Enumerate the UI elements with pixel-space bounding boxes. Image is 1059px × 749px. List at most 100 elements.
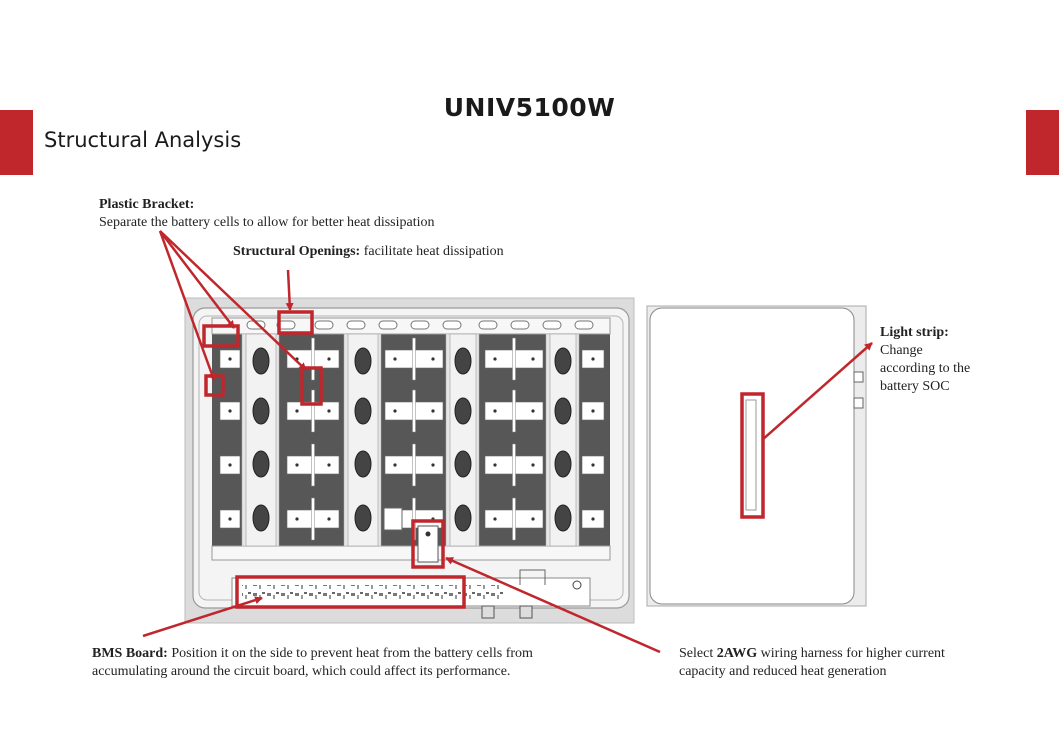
bolt <box>327 357 331 361</box>
cell-oval <box>252 450 270 478</box>
battery-pack-view <box>184 297 635 624</box>
bolt <box>228 357 232 361</box>
bolt <box>228 463 232 467</box>
arrow-bracket-3 <box>159 230 307 371</box>
bolt <box>431 463 435 467</box>
bolt <box>327 409 331 413</box>
bolt <box>591 409 595 413</box>
structural-opening <box>378 320 398 330</box>
page-title: UNIV5100W <box>443 93 616 122</box>
bolt <box>228 409 232 413</box>
battery-cell-grid <box>211 317 611 563</box>
bolt <box>591 357 595 361</box>
plastic-bracket-label: Plastic Bracket: <box>99 197 195 212</box>
side-panel-view <box>646 305 867 607</box>
busbar <box>412 443 416 487</box>
cell-oval <box>554 397 572 425</box>
structural-opening <box>346 320 366 330</box>
cell-oval <box>354 397 372 425</box>
busbar <box>311 337 315 381</box>
accent-tab-right <box>1026 110 1059 175</box>
structural-opening <box>478 320 498 330</box>
bolt <box>327 517 331 521</box>
busbar <box>512 337 516 381</box>
bolt <box>327 463 331 467</box>
structural-opening <box>442 320 462 330</box>
bolt <box>393 463 397 467</box>
cell-oval <box>354 504 372 532</box>
structural-opening <box>510 320 530 330</box>
bolt <box>228 517 232 521</box>
bottom-rail <box>211 545 611 561</box>
bolt <box>393 409 397 413</box>
opening-highlight <box>277 310 314 335</box>
structural-opening <box>410 320 430 330</box>
structural-opening <box>542 320 562 330</box>
structural-opening <box>314 320 334 330</box>
bolt <box>591 517 595 521</box>
bolt <box>531 357 535 361</box>
cell-oval <box>554 347 572 375</box>
busbar <box>412 337 416 381</box>
busbar <box>311 389 315 433</box>
bolt <box>431 409 435 413</box>
cell-oval <box>354 450 372 478</box>
cell-oval <box>454 347 472 375</box>
bolt <box>531 463 535 467</box>
cell-oval <box>554 450 572 478</box>
cell-oval <box>554 504 572 532</box>
busbar <box>412 389 416 433</box>
arrow-bracket-2 <box>158 230 216 381</box>
bolt <box>493 517 497 521</box>
wiring-note: Select 2AWG wiring harness for higher cu… <box>679 646 945 661</box>
busbar <box>512 389 516 433</box>
main-connector <box>417 525 439 563</box>
bracket-highlight-3 <box>300 366 323 406</box>
cell-oval <box>252 347 270 375</box>
section-title: Structural Analysis <box>44 128 242 152</box>
busbar <box>512 443 516 487</box>
bolt <box>295 463 299 467</box>
bolt <box>431 357 435 361</box>
light-strip-highlight <box>740 392 765 519</box>
cell-oval <box>454 397 472 425</box>
bms-highlight <box>235 575 466 609</box>
busbar <box>311 443 315 487</box>
accent-tab-left <box>0 110 33 175</box>
plastic-bracket-text: Separate the battery cells to allow for … <box>99 215 435 230</box>
bracket-highlight-1 <box>202 324 240 348</box>
bolt <box>493 409 497 413</box>
bolt <box>531 517 535 521</box>
cell-oval <box>354 347 372 375</box>
bolt <box>531 409 535 413</box>
structural-opening <box>574 320 594 330</box>
cell-oval <box>454 450 472 478</box>
light-strip-line-1: Change <box>880 343 923 358</box>
negative-terminal <box>383 507 403 531</box>
light-strip-line-3: battery SOC <box>880 379 950 394</box>
bolt <box>295 409 299 413</box>
bolt <box>591 463 595 467</box>
light-strip-label: Light strip: <box>880 325 949 340</box>
structural-opening <box>276 320 296 330</box>
arrow-bms <box>142 596 263 638</box>
bms-circuit-board <box>242 585 504 600</box>
arrow-wiring <box>445 556 661 654</box>
cell-oval <box>252 504 270 532</box>
connector-highlight <box>411 519 445 569</box>
bms-board-note: BMS Board: Position it on the side to pr… <box>92 646 533 661</box>
cell-oval <box>454 504 472 532</box>
bms-board-note-line2: accumulating around the circuit board, w… <box>92 664 511 679</box>
cell-oval <box>252 397 270 425</box>
arrow-light-strip <box>761 342 873 441</box>
bolt <box>493 357 497 361</box>
arrow-bracket-1 <box>159 230 235 329</box>
connector-bolt <box>425 531 431 537</box>
arrow-openings <box>285 269 294 311</box>
bolt <box>393 357 397 361</box>
structural-openings-note: Structural Openings: facilitate heat dis… <box>233 244 504 259</box>
light-strip-line-2: according to the <box>880 361 971 376</box>
wiring-note-line2: capacity and reduced heat generation <box>679 664 887 679</box>
busbar <box>311 497 315 541</box>
